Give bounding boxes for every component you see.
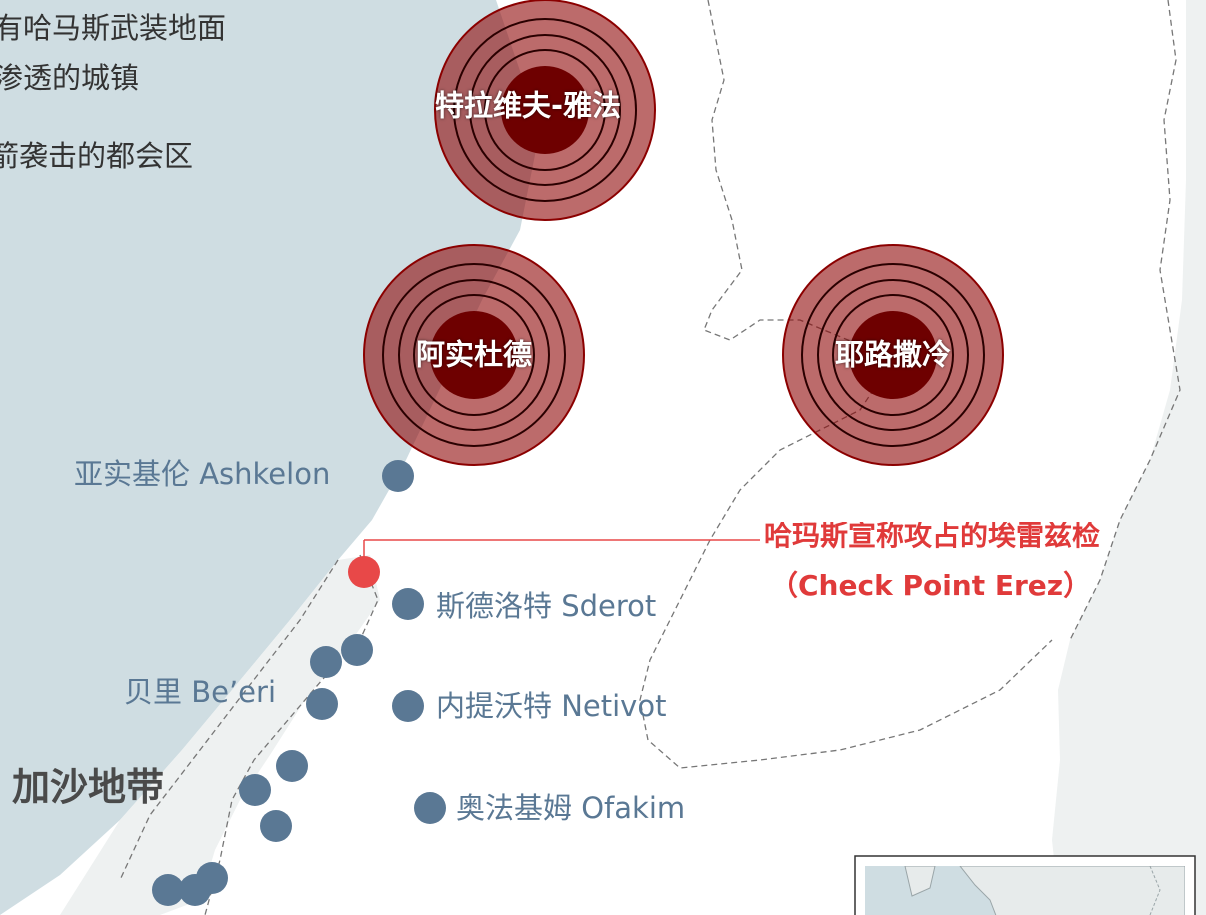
town-label-netivot: 内提沃特 Netivot <box>436 689 667 723</box>
inset-map <box>854 855 1196 915</box>
gaza-strip-area <box>60 555 380 915</box>
town-label-ashkelon: 亚实基伦 Ashkelon <box>74 457 331 491</box>
town-dot <box>276 750 308 782</box>
gaza-strip-label: 加沙地带 <box>12 765 165 809</box>
town-dot-ofakim <box>414 792 446 824</box>
town-dot <box>310 646 342 678</box>
town-dot <box>239 774 271 806</box>
town-dot <box>152 874 184 906</box>
town-dot-sderot <box>392 588 424 620</box>
town-dot-netivot <box>392 690 424 722</box>
legend-ground-infiltration-line1: 有哈马斯武装地面 <box>0 11 227 45</box>
town-dot-ashkelon <box>382 460 414 492</box>
town-dot-beeri <box>306 688 338 720</box>
town-dot <box>341 634 373 666</box>
sea <box>0 0 540 915</box>
town-label-beeri: 贝里 Be’eri <box>124 675 276 709</box>
target-circle-tel-aviv <box>434 0 656 221</box>
city-label-tel-aviv: 特拉维夫-雅法 <box>434 88 622 123</box>
town-label-sderot: 斯德洛特 Sderot <box>436 589 657 623</box>
town-label-ofakim: 奥法基姆 Ofakim <box>456 791 686 825</box>
neighbor-land <box>1052 0 1206 915</box>
erez-marker <box>348 556 380 588</box>
town-dot <box>260 810 292 842</box>
erez-annotation-line1: 哈玛斯宣称攻占的埃雷兹检 <box>764 522 1101 550</box>
legend-ground-infiltration-line2: 渗透的城镇 <box>0 61 140 95</box>
erez-annotation-line2: （Check Point Erez） <box>770 569 1092 602</box>
town-dots <box>152 460 446 906</box>
town-dot <box>179 874 211 906</box>
city-label-jerusalem: 耶路撒冷 <box>834 337 952 372</box>
target-circle-jerusalem <box>782 244 1004 466</box>
target-circle-ashdod <box>363 244 585 466</box>
legend-rocket-attack: 箭袭击的都会区 <box>0 139 194 173</box>
city-label-ashdod: 阿实杜德 <box>415 337 533 372</box>
